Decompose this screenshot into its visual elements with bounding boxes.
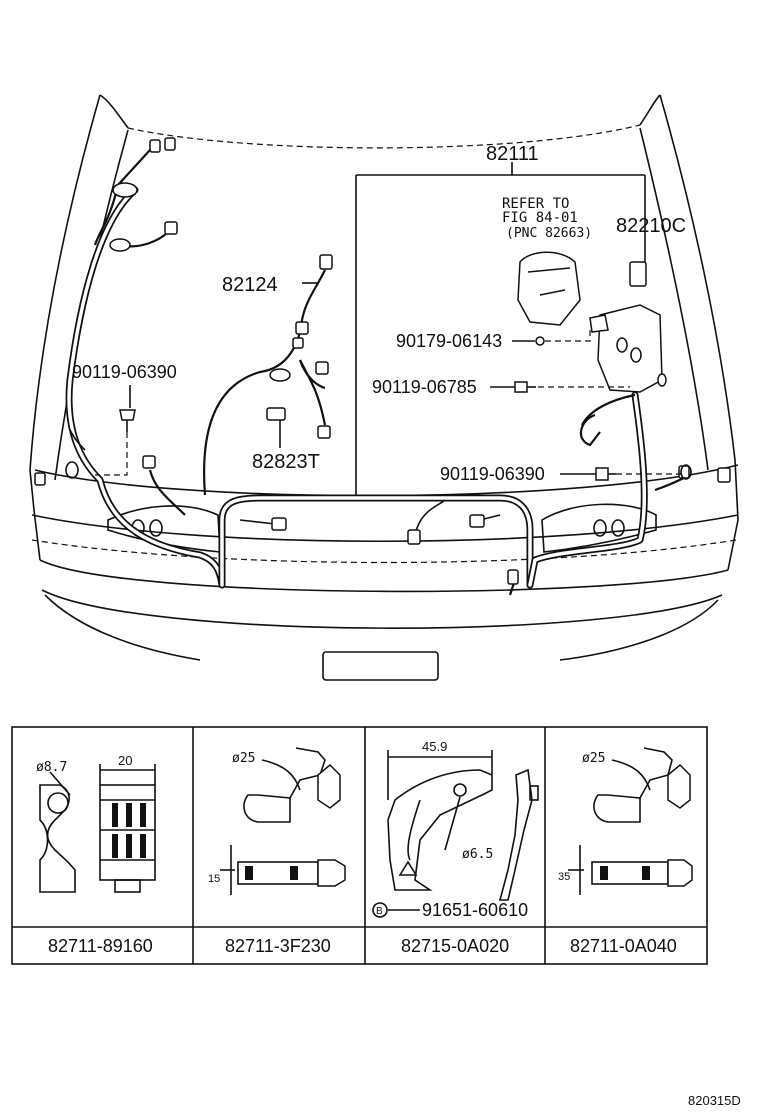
clamp-1-part-no: 82711-89160 [48, 936, 153, 956]
label-harness-main: 82111 [486, 143, 539, 165]
clamp-4-height: 35 [558, 871, 570, 883]
clamp-cell-1: ø8.7 20 82711-89160 [36, 753, 156, 956]
clamp-detail-table: ø8.7 20 82711-89160 ø25 [11, 726, 708, 965]
clamp-3-part-no: 82715-0A020 [401, 936, 509, 956]
clamp-3-dia: ø6.5 [462, 847, 493, 862]
clamp-cell-2: ø25 15 82711-3F230 [208, 747, 346, 956]
main-labels: 82111 REFER TO FIG 84-01 (PNC 82663) 822… [72, 143, 686, 484]
label-bolt-left: 90119-06390 [72, 362, 177, 382]
label-nut: 90179-06143 [396, 331, 502, 351]
clamp-4-dia: ø25 [582, 751, 605, 766]
label-bolt-right: 90119-06390 [440, 464, 545, 484]
clamp-2-part-no: 82711-3F230 [225, 936, 331, 956]
connectors [34, 137, 731, 585]
label-refer-3: (PNC 82663) [506, 226, 592, 241]
clamp-1-width: 20 [118, 753, 132, 768]
clamp-2-dia: ø25 [232, 751, 255, 766]
clamp-cell-3: 45.9 ø6.5 B 91651-60610 82715-0A020 [372, 739, 539, 956]
label-refer-2: FIG 84-01 [502, 210, 578, 226]
callout-lines [129, 162, 682, 495]
clamp-4-part-no: 82711-0A040 [570, 936, 677, 956]
clamp-3-sub-marker: B [376, 906, 383, 917]
clamp-3-width: 45.9 [422, 739, 447, 754]
label-sub-harness: 82124 [222, 274, 278, 296]
label-clamp-part: 82823T [252, 451, 320, 473]
label-refer-1: REFER TO [502, 196, 569, 212]
clamp-1-dia: ø8.7 [36, 760, 67, 775]
label-bolt-mid: 90119-06785 [372, 377, 477, 397]
clamp-cell-4: ø25 35 82711-0A040 [558, 747, 693, 956]
clamp-2-height: 15 [208, 873, 220, 885]
figure-id: 820315D [688, 1093, 741, 1108]
clamp-3-sub-part: 91651-60610 [422, 900, 528, 920]
label-relay-block: 82210C [616, 215, 686, 237]
